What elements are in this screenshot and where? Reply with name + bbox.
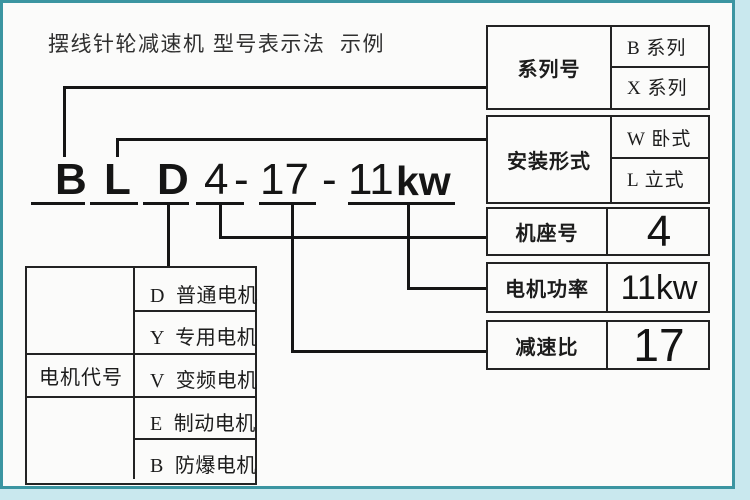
motor-code-table: 电机代号 D 普通电机 Y 专用电机 V 变频电机 E 制动电机 B 防爆电机 bbox=[25, 266, 257, 485]
ratio-divider bbox=[606, 322, 608, 368]
motor-table-row-line-2 bbox=[27, 353, 255, 355]
motor-table-row-b: B 防爆电机 bbox=[150, 455, 257, 477]
connector-series-vertical bbox=[63, 86, 66, 157]
motor-table-row-y: Y 专用电机 bbox=[150, 327, 258, 349]
motor-power-divider bbox=[606, 264, 608, 311]
connector-power-horizontal bbox=[407, 287, 486, 290]
code-motor-letter: D bbox=[157, 155, 189, 204]
underline-power bbox=[348, 202, 455, 205]
underline-ratio bbox=[259, 202, 316, 205]
motor-table-row-line-3 bbox=[27, 396, 255, 398]
series-box: 系列号 B 系列 X 系列 bbox=[486, 25, 710, 110]
connector-frame-horizontal bbox=[219, 236, 486, 239]
code-power-unit: kw bbox=[396, 158, 451, 204]
mounting-label: 安装形式 bbox=[507, 151, 591, 173]
code-power-number: 11 bbox=[348, 155, 394, 204]
code-dash-2: - bbox=[322, 155, 337, 204]
code-dash-1: - bbox=[234, 155, 249, 204]
code-ratio: 17 bbox=[260, 155, 309, 204]
page-title: 摆线针轮减速机 型号表示法 示例 bbox=[48, 33, 386, 56]
underline-mounting bbox=[90, 202, 138, 205]
ratio-label: 减速比 bbox=[515, 336, 579, 359]
motor-table-row-line-1 bbox=[135, 310, 255, 312]
motor-power-value: 11kw bbox=[620, 268, 698, 307]
connector-ratio-horizontal bbox=[291, 350, 486, 353]
frame-size-value: 4 bbox=[646, 206, 672, 256]
connector-power-vertical bbox=[407, 205, 410, 290]
code-series-letter: B bbox=[55, 155, 87, 204]
frame-size-label: 机座号 bbox=[515, 223, 579, 245]
series-divider bbox=[610, 27, 612, 108]
motor-table-header: 电机代号 bbox=[39, 367, 123, 389]
series-option-x: X 系列 bbox=[627, 77, 688, 99]
connector-mounting-horizontal bbox=[116, 138, 486, 141]
code-frame-size: 4 bbox=[204, 155, 229, 204]
mounting-option-w: W 卧式 bbox=[612, 117, 708, 159]
mounting-divider bbox=[610, 117, 612, 202]
series-label: 系列号 bbox=[517, 59, 581, 81]
motor-table-row-v: V 变频电机 bbox=[150, 370, 258, 392]
motor-power-label: 电机功率 bbox=[505, 279, 589, 301]
connector-ratio-vertical bbox=[291, 205, 294, 353]
underline-frame bbox=[196, 202, 244, 205]
motor-table-row-line-4 bbox=[135, 438, 255, 440]
motor-table-column-divider bbox=[133, 268, 135, 479]
ratio-value: 17 bbox=[633, 319, 685, 371]
connector-mounting-vertical bbox=[116, 138, 119, 157]
mounting-box: 安装形式 W 卧式 L 立式 bbox=[486, 115, 710, 204]
connector-frame-vertical bbox=[219, 205, 222, 239]
ratio-box: 减速比 17 bbox=[486, 320, 710, 370]
frame-size-box: 机座号 4 bbox=[486, 207, 710, 256]
content-frame: 摆线针轮减速机 型号表示法 示例 B L D 4 - 17 - 11 kw 系列… bbox=[0, 0, 735, 489]
motor-table-row-d: D 普通电机 bbox=[150, 285, 258, 307]
connector-motor-vertical bbox=[167, 205, 170, 266]
motor-table-row-e: E 制动电机 bbox=[150, 413, 256, 435]
mounting-option-l: L 立式 bbox=[627, 170, 685, 191]
motor-power-box: 电机功率 11kw bbox=[486, 262, 710, 313]
code-mounting-letter: L bbox=[104, 155, 131, 204]
series-option-b: B 系列 bbox=[612, 27, 708, 68]
underline-motor bbox=[143, 202, 189, 205]
underline-series bbox=[31, 202, 85, 205]
frame-size-divider bbox=[606, 209, 608, 254]
connector-series-horizontal bbox=[63, 86, 486, 89]
